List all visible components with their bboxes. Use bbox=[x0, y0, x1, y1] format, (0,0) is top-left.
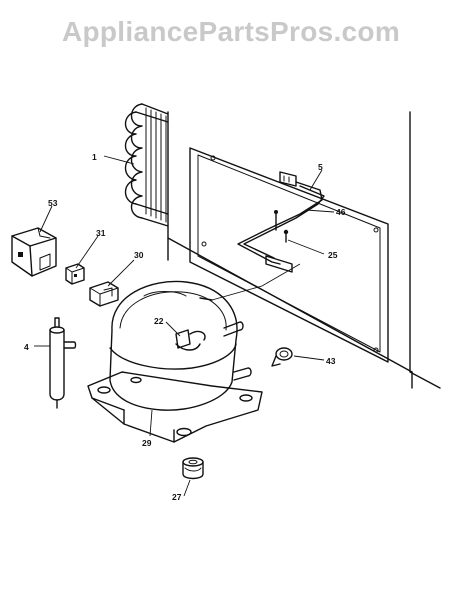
callout-29: 29 bbox=[142, 438, 152, 448]
callout-53: 53 bbox=[48, 198, 58, 208]
leader-lines bbox=[34, 155, 335, 497]
callout-25: 25 bbox=[328, 250, 338, 260]
cabinet-wall bbox=[167, 111, 441, 389]
callout-22: 22 bbox=[154, 316, 164, 326]
wiring-harness bbox=[237, 171, 325, 273]
callout-5: 5 bbox=[318, 162, 323, 172]
overload-relay bbox=[65, 263, 85, 285]
callout-43: 43 bbox=[326, 356, 336, 366]
callout-30: 30 bbox=[134, 250, 144, 260]
watermark: AppliancePartsPros.com bbox=[61, 16, 401, 47]
callout-1: 1 bbox=[92, 152, 97, 162]
callout-labels: 1 5 46 25 53 31 30 22 4 43 29 27 bbox=[24, 152, 346, 502]
condenser-coil bbox=[124, 103, 169, 227]
callout-4: 4 bbox=[24, 342, 29, 352]
relay-cover bbox=[11, 227, 57, 277]
callout-46: 46 bbox=[336, 207, 346, 217]
tube-clamp bbox=[271, 347, 293, 367]
filter-drier bbox=[49, 317, 77, 409]
callout-31: 31 bbox=[96, 228, 106, 238]
compressor bbox=[87, 280, 263, 443]
rubber-grommet bbox=[182, 457, 204, 480]
start-relay bbox=[89, 281, 119, 307]
callout-27: 27 bbox=[172, 492, 182, 502]
